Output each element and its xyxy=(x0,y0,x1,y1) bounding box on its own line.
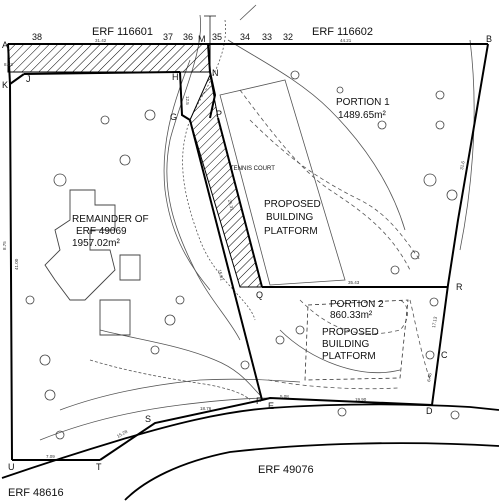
beacon-f: F xyxy=(256,396,262,406)
hatched-strip-north xyxy=(7,43,211,73)
boundaries xyxy=(7,43,489,461)
remainder-label-line2: ERF 49069 xyxy=(76,226,127,237)
remainder-area: 1957.02m² xyxy=(72,238,120,249)
tennis-court xyxy=(219,79,346,286)
platform-2-line3: PLATFORM xyxy=(322,351,376,362)
beacon-m: M xyxy=(198,34,206,44)
beacon-c: C xyxy=(441,350,448,360)
beacon-u: U xyxy=(8,462,15,472)
neighbour-erf-south: ERF 49076 xyxy=(258,464,314,476)
portion-1-area: 1489.65m² xyxy=(338,110,386,121)
beacon-e: E xyxy=(268,401,274,411)
contour-lines xyxy=(39,4,475,441)
beacon-j: J xyxy=(26,74,31,84)
lot-number-32: 32 xyxy=(283,32,293,42)
dim-cd: 6.46 xyxy=(426,372,433,382)
beacon-p: P xyxy=(216,109,222,119)
neighbour-erf-north-west: ERF 116601 xyxy=(92,26,153,38)
platform-1-line3: PLATFORM xyxy=(264,226,318,237)
beacon-t: T xyxy=(96,462,102,472)
hatched-strip-diagonal xyxy=(189,73,263,288)
dim-qr: 35.43 xyxy=(348,280,360,285)
dim-fs: 18.76 xyxy=(200,406,212,411)
beacon-h: H xyxy=(172,72,179,82)
dim-de: 19.90 xyxy=(355,397,367,402)
beacon-q: Q xyxy=(256,290,263,300)
proposed-platform-2-outline xyxy=(304,299,409,381)
secondary-lines xyxy=(204,15,216,44)
portion-1-label: PORTION 1 xyxy=(336,97,390,108)
road-edge xyxy=(1,403,499,501)
portion-2-area: 860.33m² xyxy=(330,310,373,321)
dim-ef: 5.08 xyxy=(280,394,289,399)
beacon-d: D xyxy=(426,406,433,416)
dim-west: 8.75 xyxy=(2,241,7,250)
dim-am: 31.42 xyxy=(95,38,107,43)
dim-aj: 8.13 xyxy=(4,62,13,67)
lot-number-33: 33 xyxy=(262,32,272,42)
beacon-s: S xyxy=(145,414,151,424)
dim-tu: 7.09 xyxy=(46,454,55,459)
portion-2-label: PORTION 2 xyxy=(330,299,384,310)
dim-gf: 15.81 xyxy=(217,269,225,282)
lot-number-37: 37 xyxy=(163,32,173,42)
tennis-court-label: TENNIS COURT xyxy=(230,166,275,172)
neighbour-erf-north-east: ERF 116602 xyxy=(312,26,373,38)
platform-1-line1: PROPOSED xyxy=(264,199,321,210)
platform-2-line2: BUILDING xyxy=(322,339,369,350)
beacon-g: G xyxy=(170,112,177,122)
beacon-n: N xyxy=(212,68,219,78)
lot-number-34: 34 xyxy=(240,32,250,42)
trees xyxy=(25,70,460,440)
dim-bc: 31.6 xyxy=(459,160,466,170)
dim-pq: 25.31 xyxy=(227,199,235,212)
lot-number-36: 36 xyxy=(183,32,193,42)
neighbour-erf-south-west: ERF 48616 xyxy=(8,487,64,499)
beacon-a: A xyxy=(2,40,8,50)
platform-1-line2: BUILDING xyxy=(266,212,313,223)
lot-number-38: 38 xyxy=(32,32,42,42)
dim-st: 15.28 xyxy=(116,429,129,439)
remainder-label-line1: REMAINDER OF xyxy=(72,214,149,225)
dim-rc: 17.13 xyxy=(431,316,438,328)
dim-ab: 44.21 xyxy=(340,38,352,43)
dim-hg: 12.5 xyxy=(185,96,190,105)
existing-house-outline xyxy=(44,189,141,336)
beacon-k: K xyxy=(2,80,8,90)
lot-number-35: 35 xyxy=(212,32,222,42)
dim-west2: 41.00 xyxy=(14,258,19,270)
beacon-b: B xyxy=(486,34,492,44)
beacon-r: R xyxy=(456,282,463,292)
platform-2-line1: PROPOSED xyxy=(322,327,379,338)
